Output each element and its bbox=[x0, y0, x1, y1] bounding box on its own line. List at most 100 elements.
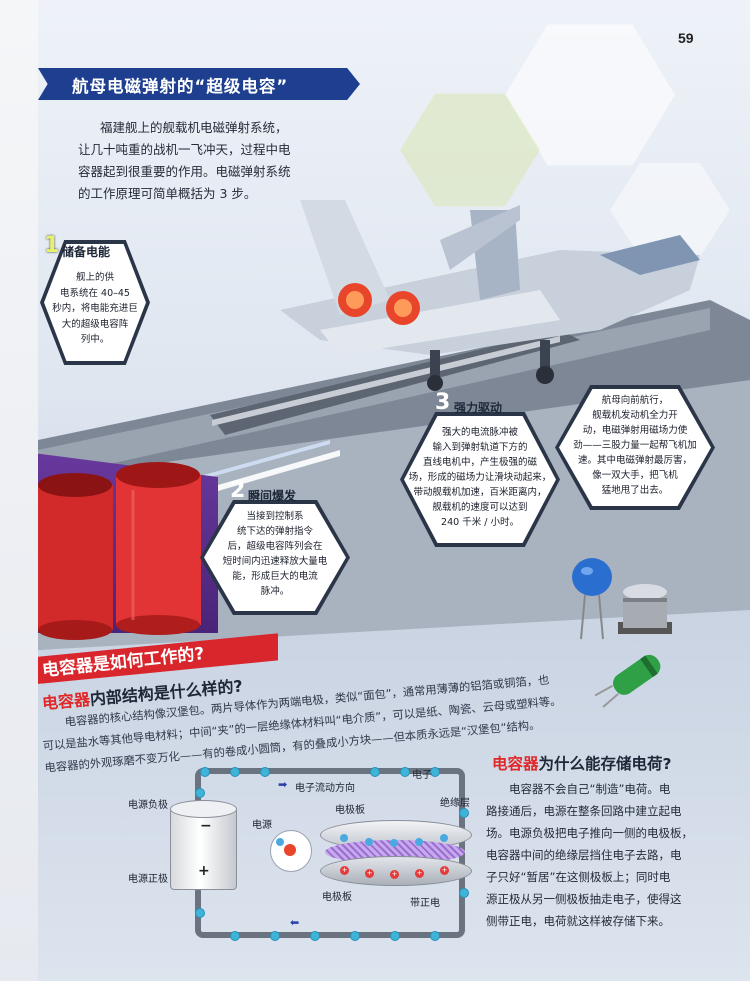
step-2-line: 当接到控制系 bbox=[246, 511, 304, 522]
battery-plus: + bbox=[198, 863, 210, 879]
electron-dot bbox=[370, 767, 380, 777]
smd-capacitor-icon bbox=[618, 584, 672, 634]
battery-minus: − bbox=[200, 818, 212, 834]
intro-line-3: 容器起到很重要的作用。电磁弹射系统 bbox=[78, 164, 291, 179]
positive-charge: + bbox=[365, 869, 374, 878]
negative-pole-label: 电源负极 bbox=[128, 800, 168, 811]
step-3-line: 舰载机的速度可以达到 bbox=[432, 502, 528, 513]
electrode-top-label: 电极板 bbox=[335, 805, 365, 816]
supercapacitor-array bbox=[38, 462, 201, 640]
positive-charge: + bbox=[390, 870, 399, 879]
header-title: 航母电磁弹射的“超级电容” bbox=[72, 77, 289, 96]
electron-dot bbox=[415, 838, 423, 846]
why-line: 路接通后，电源在整条回路中建立起电 bbox=[486, 804, 682, 818]
positive-charge: + bbox=[415, 869, 424, 878]
step-2-box bbox=[200, 500, 350, 615]
why-line: 场。电源负极把电子推向一侧的电极板， bbox=[486, 826, 693, 840]
aside-line: 航母向前航行， bbox=[601, 395, 669, 406]
positive-charge: + bbox=[440, 866, 449, 875]
intro-line-2: 让几十吨重的战机一飞冲天，过程中电 bbox=[78, 142, 291, 157]
aside-line: 像一双大手，把飞机 bbox=[592, 470, 678, 481]
why-line: 电容器中间的绝缘层挡住电子去路，电 bbox=[486, 848, 682, 862]
step-3-number: 3 bbox=[435, 390, 451, 415]
ceramic-capacitor-icon bbox=[572, 558, 612, 640]
atom-nucleus bbox=[284, 844, 296, 856]
aside-box bbox=[555, 385, 715, 510]
why-line: 子只好“暂居”在这侧极板上；同时电 bbox=[486, 870, 671, 884]
positive-pole-label: 电源正极 bbox=[128, 874, 168, 885]
arrow-right-icon: ➡ bbox=[278, 778, 288, 791]
electron-dot bbox=[400, 767, 410, 777]
why-title-highlight: 电容器 bbox=[492, 755, 539, 773]
electron-dot bbox=[390, 839, 398, 847]
step-3-text: 强大的电流脉冲被 输入到弹射轨道下方的 直线电机中，产生极强的磁 场，形成的磁场… bbox=[405, 425, 555, 530]
intro-line-1: 福建舰上的舰载机电磁弹射系统， bbox=[100, 120, 288, 135]
electron-dot bbox=[260, 767, 270, 777]
page-number: 59 bbox=[678, 30, 694, 46]
electron-dot bbox=[390, 931, 400, 941]
step-1-line: 舰上的供 bbox=[75, 272, 114, 283]
step-1-line: 秒内，将电能充进巨 bbox=[52, 303, 138, 314]
electrode-bottom-label: 电极板 bbox=[322, 892, 352, 903]
step-2-line: 短时间内迅速释放大量电 bbox=[222, 556, 328, 567]
circuit-diagram: ➡ 电子流动方向 ⬅ − + 电源负极 电源 电源正极 + + + + + 电极… bbox=[90, 767, 480, 958]
circuit-wire-top bbox=[90, 778, 120, 784]
why-title: 电容器为什么能存储电荷? bbox=[492, 752, 672, 774]
why-line: 侧带正电，电荷就这样被存储下来。 bbox=[486, 914, 670, 928]
electron-dot bbox=[230, 767, 240, 777]
step-2-line: 后，超级电容阵列会在 bbox=[227, 541, 323, 552]
step-1-line: 列中。 bbox=[80, 334, 110, 345]
electron-label: 电子 bbox=[412, 770, 432, 781]
electron-dot bbox=[195, 788, 205, 798]
step-3-line: 场，形成的磁场力让滑块动起来， bbox=[408, 472, 552, 483]
step-1-box bbox=[40, 240, 150, 365]
electrolytic-capacitor-icon bbox=[594, 654, 661, 708]
step-2-text: 当接到控制系 统下达的弹射指令 后，超级电容阵列会在 短时间内迅速释放大量电 能… bbox=[205, 509, 345, 599]
electron-dot bbox=[195, 908, 205, 918]
step-2-number: 2 bbox=[230, 478, 246, 503]
electron-dot bbox=[459, 808, 469, 818]
why-title-rest: 为什么能存储电荷? bbox=[538, 755, 672, 773]
why-body: 电容器不会自己“制造”电荷。电 路接通后，电源在整条回路中建立起电 场。电源负极… bbox=[486, 778, 716, 932]
step-3-box bbox=[400, 412, 560, 547]
step-1-line: 电系统在 40–45 bbox=[60, 287, 130, 299]
step-1-number: 1 bbox=[44, 233, 60, 258]
step-3-line: 直线电机中，产生极强的磁 bbox=[422, 457, 537, 468]
battery-body bbox=[170, 808, 237, 890]
electron-flow-label: 电子流动方向 bbox=[295, 783, 355, 794]
electron-dot bbox=[310, 931, 320, 941]
aside-line: 舰载机发动机全力开 bbox=[592, 410, 678, 421]
why-line: 源正极从另一侧极板抽走电子，使得这 bbox=[486, 892, 682, 906]
step-1-title: 储备电能 bbox=[62, 245, 111, 259]
battery-top bbox=[170, 800, 237, 818]
aside-text: 航母向前航行， 舰载机发动机全力开 动，电磁弹射用磁场力使 劲——三股力量一起帮… bbox=[560, 393, 710, 498]
aside-line: 猛地甩了出去。 bbox=[601, 485, 669, 496]
step-1-text-area: 舰上的供 电系统在 40–45 秒内，将电能充进巨 大的超级电容阵 列中。 bbox=[44, 262, 146, 358]
electron-dot bbox=[270, 931, 280, 941]
step-3-line: 240 千米 / 小时。 bbox=[441, 517, 519, 528]
header-banner bbox=[38, 68, 360, 100]
step-1-line: 大的超级电容阵 bbox=[61, 318, 129, 330]
electron-dot bbox=[430, 767, 440, 777]
step-2-line: 能，形成巨大的电流 bbox=[232, 571, 318, 582]
intro-line-4: 的工作原理可简单概括为 3 步。 bbox=[78, 186, 257, 201]
aside-line: 速。其中电磁弹射最厉害， bbox=[577, 455, 692, 466]
positive-charge: + bbox=[340, 866, 349, 875]
arrow-left-icon: ⬅ bbox=[290, 916, 300, 929]
electron-dot bbox=[200, 767, 210, 777]
insulation-label: 绝缘层 bbox=[440, 798, 470, 809]
aside-line: 劲——三股力量一起帮飞机加 bbox=[573, 440, 697, 451]
page-edge-strip bbox=[0, 0, 38, 981]
electron-dot bbox=[365, 838, 373, 846]
aside-line: 动，电磁弹射用磁场力使 bbox=[582, 425, 688, 436]
step-2-line: 统下达的弹射指令 bbox=[236, 526, 313, 537]
electron-dot bbox=[350, 931, 360, 941]
step-3-line: 带动舰载机加速，百米距离内， bbox=[413, 487, 547, 498]
atom-electron bbox=[276, 838, 284, 846]
step-3-line: 输入到弹射轨道下方的 bbox=[432, 442, 528, 453]
positive-charge-label: 带正电 bbox=[410, 898, 440, 909]
power-source-label: 电源 bbox=[252, 820, 272, 831]
electron-dot bbox=[459, 888, 469, 898]
electron-dot bbox=[230, 931, 240, 941]
